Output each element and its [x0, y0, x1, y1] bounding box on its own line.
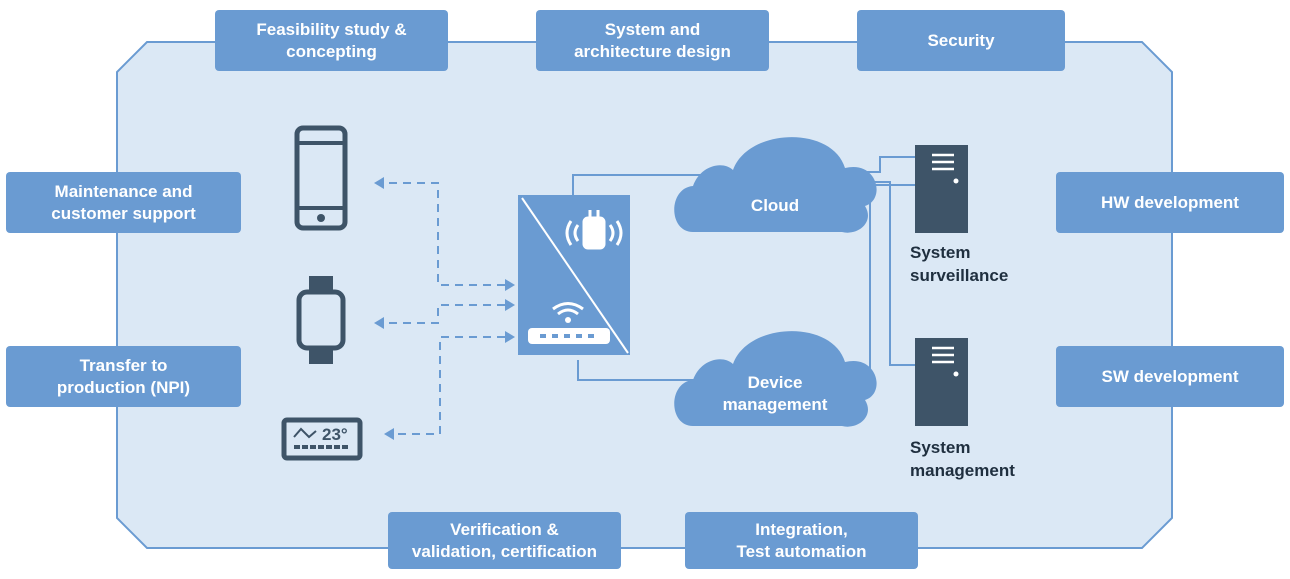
- phase-transfer-to-production: Transfer to production (NPI): [6, 346, 241, 407]
- gateway-icon: [518, 195, 630, 355]
- cloud-label-line-1: Cloud: [750, 196, 800, 215]
- gateway-to-cloud-line: [572, 174, 725, 195]
- phase-security: Security: [857, 10, 1065, 71]
- cloud-shape: [674, 137, 877, 233]
- system-surveillance-label-line-1: System: [910, 243, 971, 262]
- phase-feasibility-study-line-1: Feasibility study &: [256, 19, 407, 39]
- thermostat-icon: [281, 417, 363, 461]
- cloud-label: Cloud: [700, 195, 850, 217]
- phase-hw-development-line-1: HW development: [1101, 192, 1239, 212]
- phase-feasibility-study-line-2: concepting: [286, 41, 377, 61]
- thermostat-link: [392, 336, 505, 435]
- phase-integration-line-1: Integration,: [755, 519, 848, 539]
- arrow-head-phone: [374, 177, 384, 189]
- arrow-head-gateway-2: [505, 299, 515, 311]
- arrow-heads: [374, 177, 515, 440]
- server-surveillance-icon: [915, 145, 968, 233]
- phase-hw-development: HW development: [1056, 172, 1284, 233]
- phase-transfer-line-2: production (NPI): [56, 377, 191, 397]
- phase-system-architecture-line-2: architecture design: [574, 41, 731, 61]
- device-management-label: Device management: [700, 372, 850, 416]
- dashed-links: [382, 182, 505, 435]
- phase-verification-line-2: validation, certification: [411, 541, 598, 561]
- phase-feasibility-study: Feasibility study & concepting: [215, 10, 448, 71]
- router-icon: [528, 302, 610, 344]
- phase-system-architecture: System and architecture design: [536, 10, 769, 71]
- system-management-label: System management: [910, 436, 1015, 482]
- arrow-head-gateway-1: [505, 279, 515, 291]
- wireless-plug-icon: [565, 210, 623, 250]
- phase-maintenance-line-2: customer support: [51, 203, 196, 223]
- server-management-icon: [915, 338, 968, 426]
- phase-integration-line-2: Test automation: [736, 541, 867, 561]
- phase-sw-development-line-1: SW development: [1101, 366, 1239, 386]
- system-surveillance-label: System surveillance: [910, 241, 1008, 287]
- phase-sw-development: SW development: [1056, 346, 1284, 407]
- arrow-head-gateway-3: [505, 331, 515, 343]
- thermostat-reading: 23°: [322, 425, 348, 444]
- phase-maintenance-line-1: Maintenance and: [54, 181, 193, 201]
- phase-integration: Integration, Test automation: [685, 512, 918, 569]
- device-management-label-line-1: Device: [747, 373, 803, 392]
- phase-system-architecture-line-1: System and: [604, 19, 701, 39]
- device-management-label-line-2: management: [722, 395, 828, 414]
- gateway-to-device-management-line: [577, 360, 715, 381]
- watch-link: [382, 304, 505, 324]
- smartwatch-icon: [296, 276, 346, 364]
- system-management-label-line-2: management: [910, 461, 1015, 480]
- smartphone-icon: [294, 125, 348, 231]
- phase-verification-line-1: Verification &: [450, 519, 559, 539]
- phase-security-line-1: Security: [927, 30, 995, 50]
- arrow-head-watch: [374, 317, 384, 329]
- phase-verification: Verification & validation, certification: [388, 512, 621, 569]
- system-management-label-line-1: System: [910, 438, 971, 457]
- phase-maintenance: Maintenance and customer support: [6, 172, 241, 233]
- system-surveillance-label-line-2: surveillance: [910, 266, 1009, 285]
- phase-transfer-line-1: Transfer to: [79, 355, 168, 375]
- device-management-cloud-shape: [674, 331, 877, 427]
- arrow-head-thermostat: [384, 428, 394, 440]
- phone-link: [382, 182, 505, 286]
- cloud-to-surveillance-line: [860, 156, 915, 173]
